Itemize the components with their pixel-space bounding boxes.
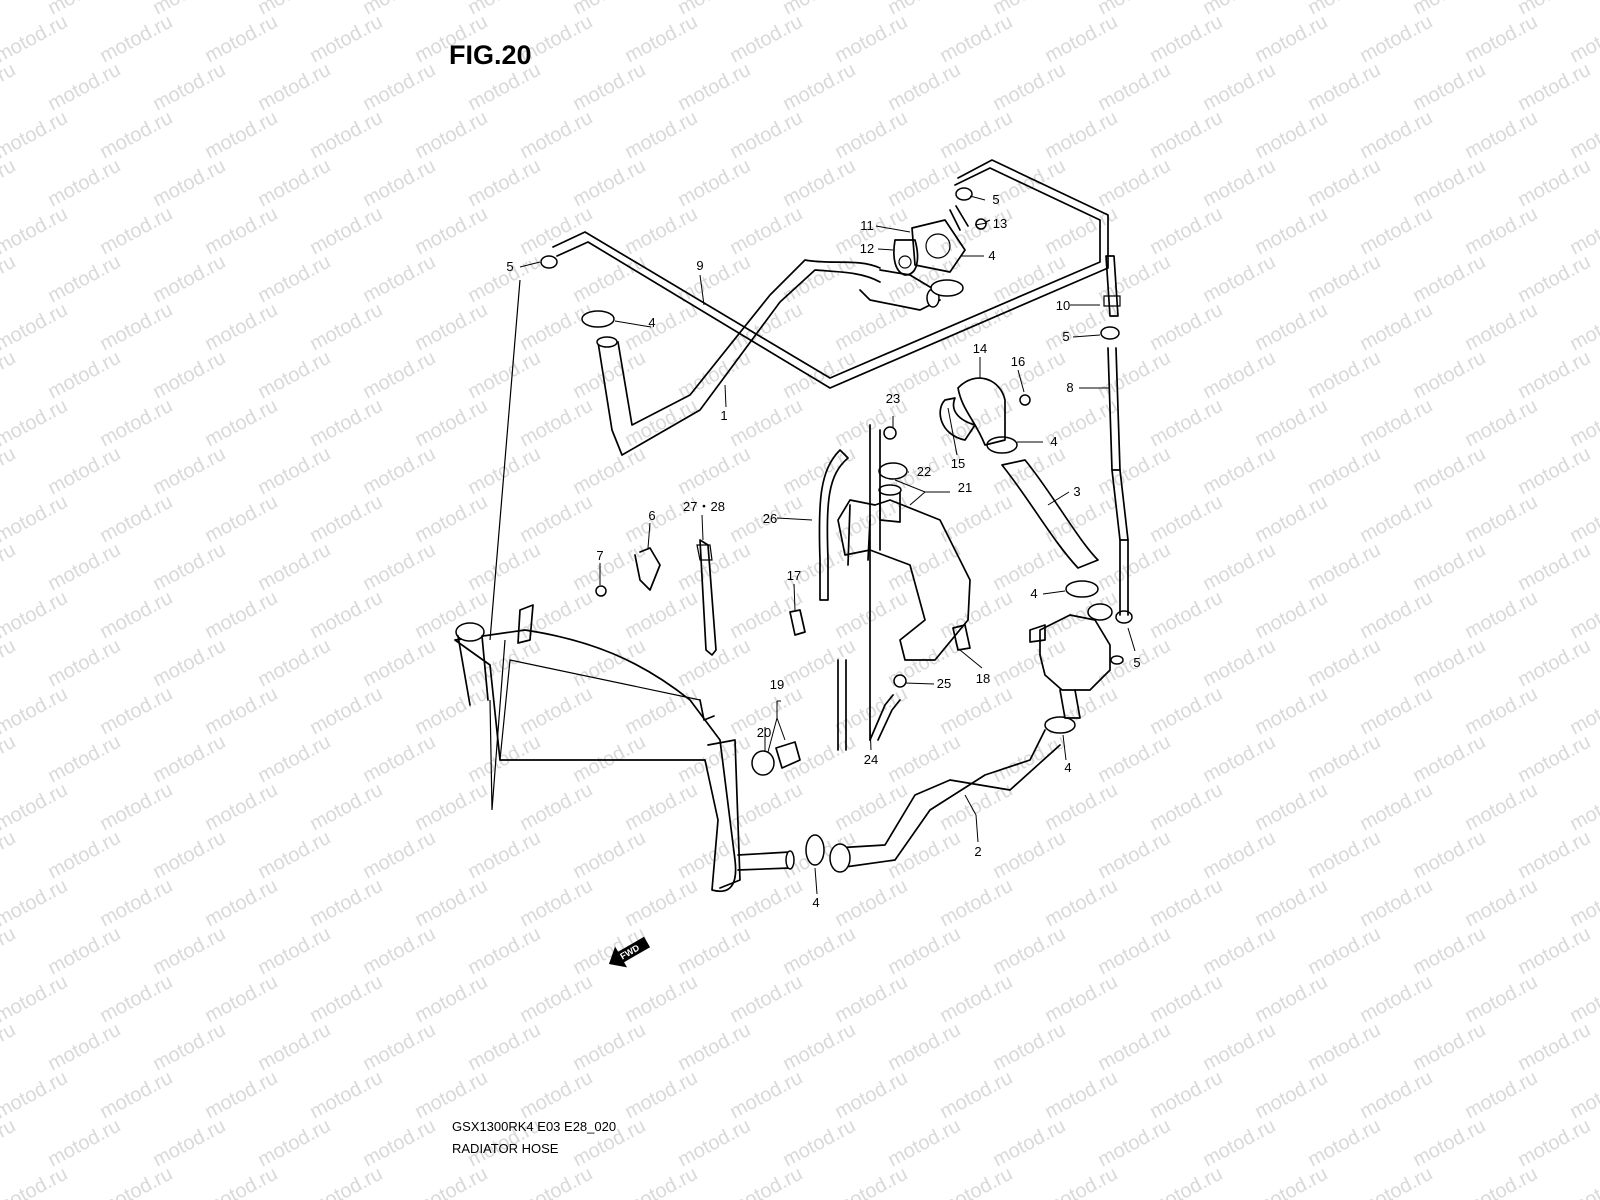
small-parts [595,539,971,776]
callout-4-e: 4 [1064,760,1071,775]
callout-19: 19 [770,677,784,692]
callout-27-28: 27・28 [683,499,725,514]
callout-5-b: 5 [992,192,999,207]
joint-10 [1103,255,1121,317]
water-pump [1029,603,1124,719]
callout-17: 17 [787,568,801,583]
callout-23: 23 [886,391,900,406]
footer-section-name: RADIATOR HOSE [452,1141,559,1156]
callout-10: 10 [1056,298,1070,313]
callout-4-b: 4 [988,248,995,263]
callout-21: 21 [958,480,972,495]
hose-24 [869,674,907,741]
callout-14: 14 [973,341,987,356]
callout-4-d: 4 [1030,586,1037,601]
callout-4-a: 4 [648,315,655,330]
hose-2 [829,729,1061,873]
callout-18: 18 [976,671,990,686]
callout-25: 25 [937,676,951,691]
callout-5-c: 5 [1062,329,1069,344]
leader-lines [519,195,1136,895]
callout-3: 3 [1073,484,1080,499]
callout-8: 8 [1066,380,1073,395]
callout-22: 22 [917,464,931,479]
reservoir-tank [818,424,971,751]
callout-20: 20 [757,725,771,740]
callout-11: 11 [860,218,874,233]
callout-6: 6 [648,508,655,523]
callout-16: 16 [1011,354,1025,369]
callout-1: 1 [720,408,727,423]
callout-26: 26 [763,511,777,526]
callout-7: 7 [596,548,603,563]
callout-4-c: 4 [1050,434,1057,449]
footer-model-code: GSX1300RK4 E03 E28_020 [452,1119,617,1134]
callout-4-f: 4 [812,895,819,910]
clamps [540,187,1133,866]
callout-5-d: 5 [1133,655,1140,670]
callout-15: 15 [951,456,965,471]
radiator [454,279,795,893]
fwd-arrow: FWD [608,936,651,968]
inlet-14 [939,377,1031,446]
callout-12: 12 [860,241,874,256]
thermostat-housing [893,205,991,276]
hose-3 [1001,459,1099,569]
callout-2: 2 [974,844,981,859]
callout-9: 9 [696,258,703,273]
hose-9 [552,159,1109,389]
callout-13: 13 [993,216,1007,231]
hose-1 [596,259,941,456]
hose-8 [1107,347,1129,616]
callout-5-a: 5 [506,259,513,274]
callouts: 1 2 3 4 4 4 4 4 4 5 5 5 5 6 7 8 9 10 11 … [506,192,1140,910]
figure-title: FIG.20 [449,40,532,70]
callout-24: 24 [864,752,878,767]
